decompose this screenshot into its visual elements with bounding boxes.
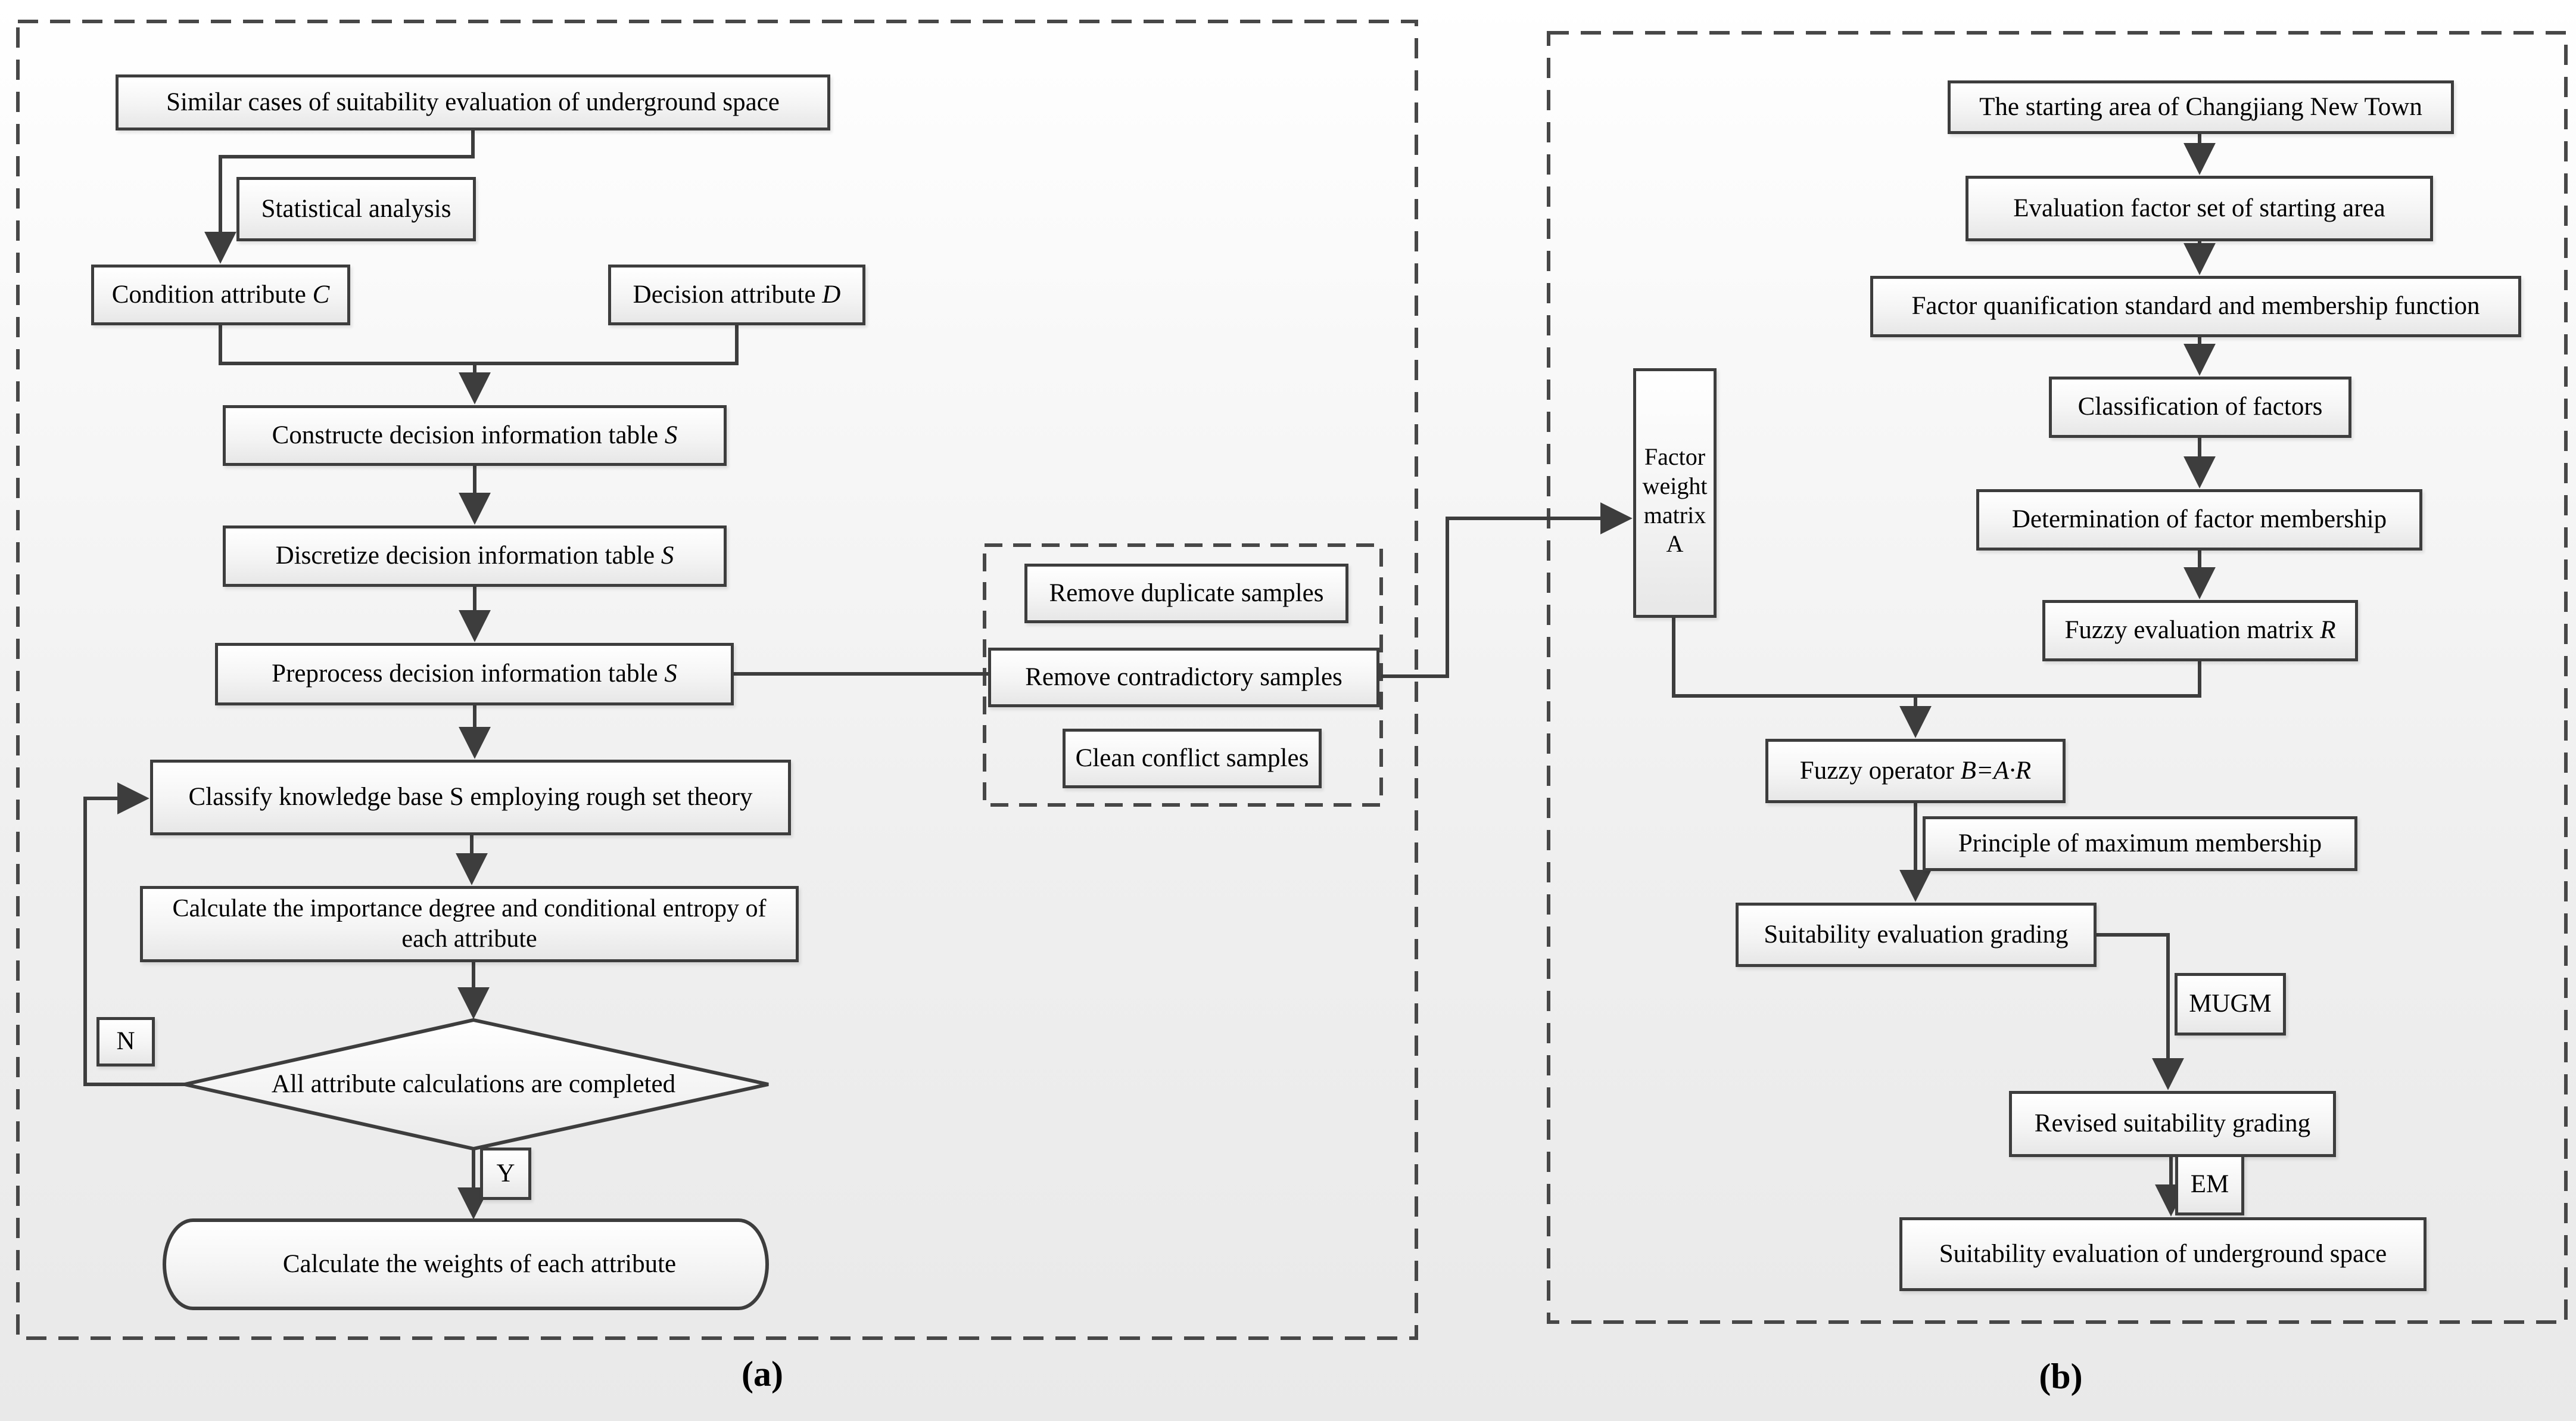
plain-connectors	[219, 325, 2201, 698]
node-label: Factor weight matrix A	[1642, 443, 1708, 558]
decision-diamond-shape	[184, 1018, 769, 1151]
caption-b: (b)	[2016, 1348, 2105, 1404]
node-fuzzy-matrix: Fuzzy evaluation matrix R	[2042, 600, 2358, 661]
node-mugm: MUGM	[2175, 973, 2286, 1036]
node-label: Calculate the importance degree and cond…	[172, 894, 767, 953]
node-label-no: N	[96, 1017, 155, 1066]
node-label: Decision attribute D	[633, 280, 841, 309]
node-label: Fuzzy evaluation matrix R	[2064, 616, 2336, 645]
node-quantification-standard: Factor quanification standard and member…	[1870, 276, 2521, 337]
arrow-connectors	[83, 130, 2216, 1220]
node-label: Y	[496, 1159, 515, 1187]
caption-label: (a)	[742, 1354, 783, 1394]
node-label: Factor quanification standard and member…	[1911, 292, 2480, 321]
node-label: Suitability evaluation of underground sp…	[1939, 1239, 2387, 1268]
node-label: Principle of maximum membership	[1958, 829, 2322, 857]
node-label: N	[116, 1027, 135, 1056]
node-discretize-table: Discretize decision information table S	[223, 526, 727, 587]
node-label: Remove duplicate samples	[1049, 579, 1324, 607]
node-starting-area: The starting area of Changjiang New Town	[1948, 80, 2454, 134]
node-fuzzy-operator: Fuzzy operator B=A·R	[1765, 739, 2066, 803]
node-preprocess-table: Preprocess decision information table S	[215, 643, 734, 705]
node-determination-membership: Determination of factor membership	[1976, 489, 2422, 551]
caption-label: (b)	[2039, 1356, 2083, 1396]
node-label: Clean conflict samples	[1075, 744, 1309, 772]
node-evaluation-factor-set: Evaluation factor set of starting area	[1966, 176, 2433, 241]
node-factor-weight-matrix: Factor weight matrix A	[1633, 368, 1717, 618]
node-clean-conflict: Clean conflict samples	[1063, 729, 1322, 788]
weights-cylinder-shape	[163, 1218, 769, 1310]
node-label: The starting area of Changjiang New Town	[1979, 92, 2422, 121]
node-label: Similar cases of suitability evaluation …	[166, 88, 780, 116]
node-final-evaluation: Suitability evaluation of underground sp…	[1899, 1217, 2427, 1291]
weights-cylinder-label: Calculate the weights of each attribute	[226, 1233, 733, 1295]
node-label: Fuzzy operator B=A·R	[1799, 756, 2032, 785]
node-decision-attribute: Decision attribute D	[608, 265, 865, 325]
decision-diamond-label: All attribute calculations are completed	[214, 1055, 733, 1114]
node-label: Calculate the weights of each attribute	[282, 1250, 677, 1279]
node-construct-table: Constructe decision information table S	[223, 405, 727, 466]
panel-b-border	[1547, 31, 2568, 1324]
node-label-yes: Y	[480, 1148, 531, 1200]
node-label: Classify knowledge base S employing roug…	[188, 783, 753, 811]
node-label: Discretize decision information table S	[275, 542, 674, 570]
node-suitability-grading: Suitability evaluation grading	[1736, 903, 2097, 967]
node-label: Revised suitability grading	[2034, 1109, 2311, 1138]
panel-a-border	[16, 20, 1418, 1340]
node-calculate-importance: Calculate the importance degree and cond…	[140, 886, 799, 962]
node-similar-cases: Similar cases of suitability evaluation …	[116, 74, 830, 130]
node-classification-factors: Classification of factors	[2049, 377, 2351, 438]
node-remove-duplicate: Remove duplicate samples	[1024, 564, 1348, 623]
node-classify-knowledge: Classify knowledge base S employing roug…	[150, 760, 791, 835]
node-statistical-analysis: Statistical analysis	[236, 177, 476, 241]
node-label: MUGM	[2189, 990, 2272, 1018]
node-label: Preprocess decision information table S	[272, 660, 677, 688]
node-label: Classification of factors	[2077, 393, 2323, 421]
node-label: Remove contradictory samples	[1025, 663, 1342, 691]
node-label: Suitability evaluation grading	[1764, 920, 2069, 949]
node-label: Constructe decision information table S	[272, 421, 678, 449]
node-label: All attribute calculations are completed	[271, 1070, 676, 1099]
node-principle-membership: Principle of maximum membership	[1923, 816, 2357, 871]
caption-a: (a)	[718, 1345, 807, 1402]
node-condition-attribute: Condition attribute C	[91, 265, 350, 325]
node-label: Determination of factor membership	[2011, 505, 2387, 534]
node-label: EM	[2190, 1170, 2229, 1199]
node-label: Evaluation factor set of starting area	[2013, 194, 2385, 222]
node-label: Condition attribute C	[111, 280, 330, 309]
node-remove-contradictory: Remove contradictory samples	[988, 648, 1379, 707]
node-em: EM	[2175, 1154, 2244, 1215]
node-label: Statistical analysis	[261, 194, 451, 223]
node-revised-grading: Revised suitability grading	[2009, 1091, 2336, 1157]
